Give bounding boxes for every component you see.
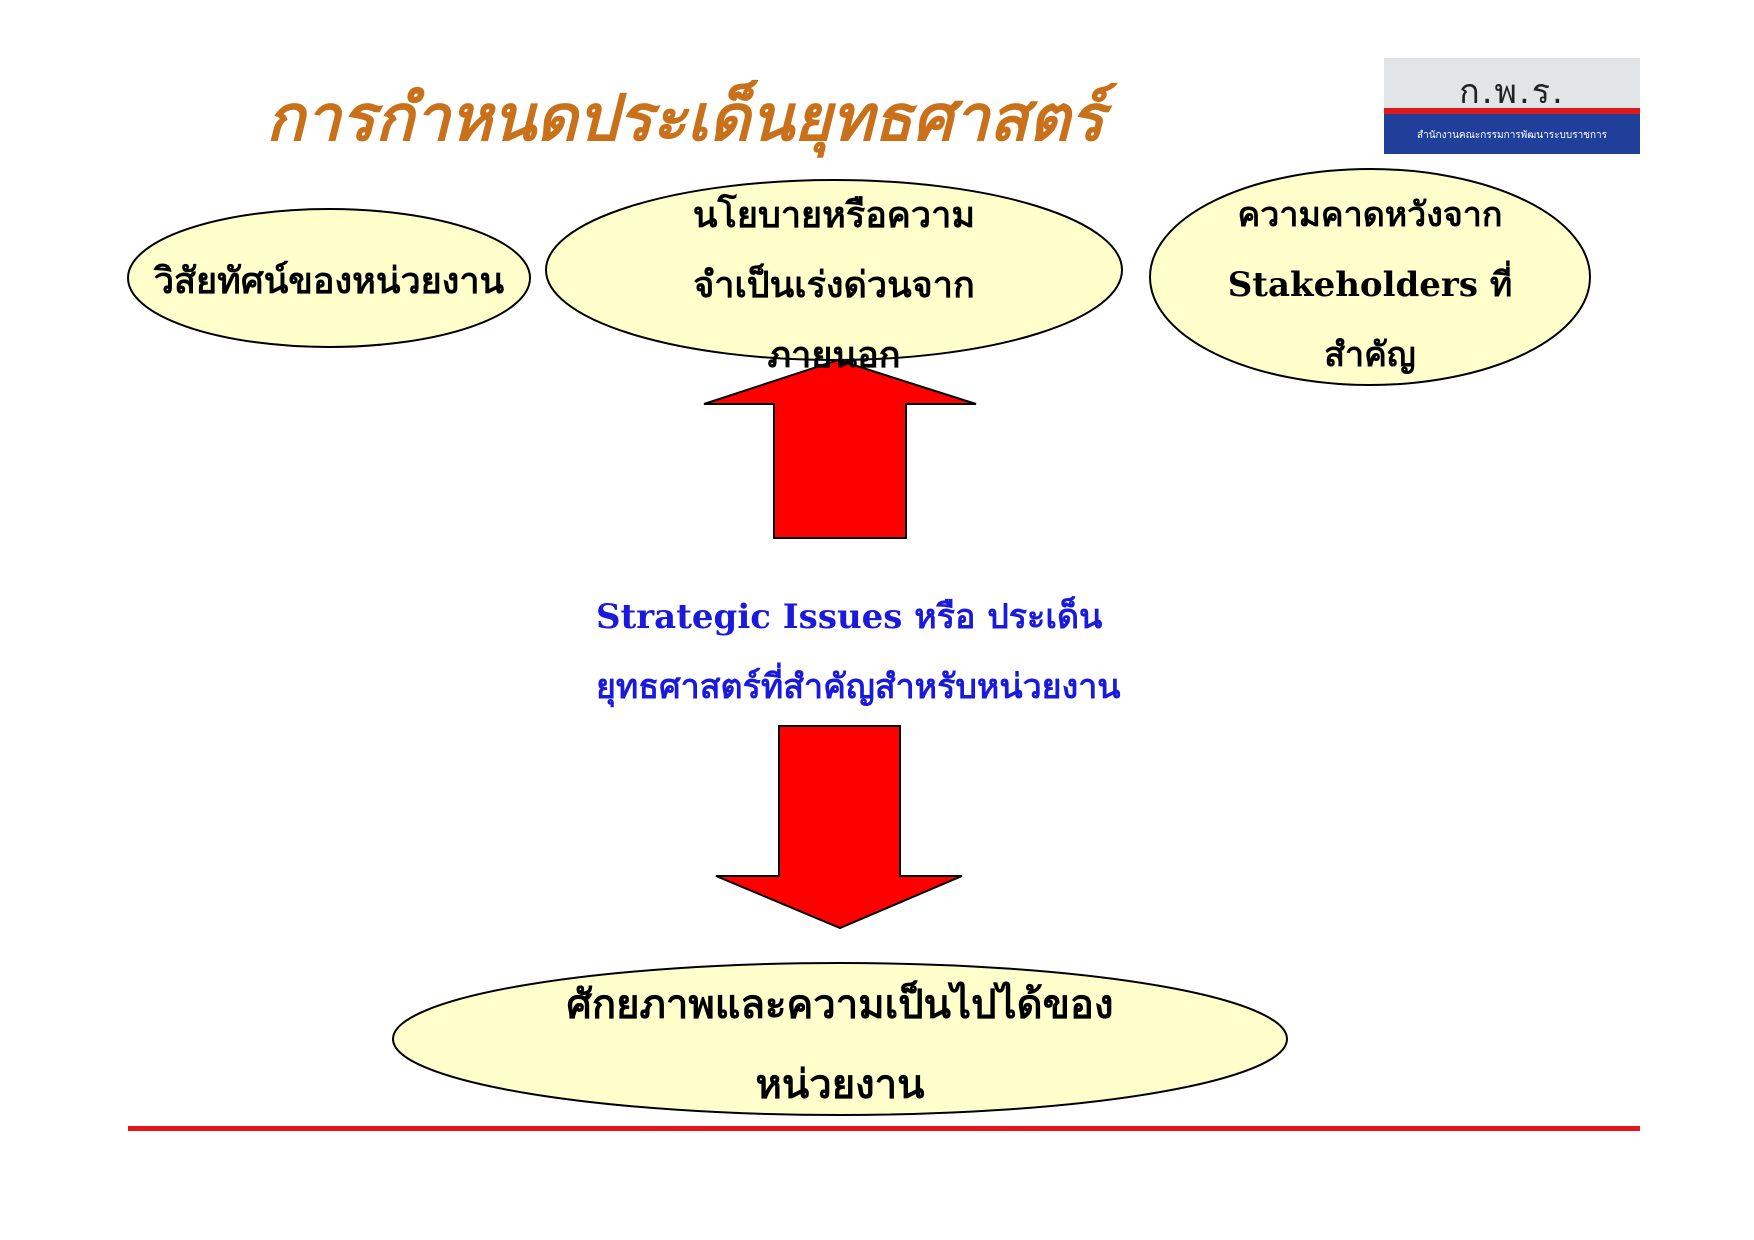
center-line-1: Strategic Issues หรือ ประเด็น — [596, 597, 1103, 637]
policy-line-2: จำเป็นเร่งด่วนจาก — [693, 264, 975, 306]
strategic-issues-text: Strategic Issues หรือ ประเด็น ยุทธศาสตร์… — [596, 582, 1121, 722]
capability-line-2: หน่วยงาน — [755, 1061, 925, 1108]
stakeholders-line-3: สำคัญ — [1324, 335, 1416, 375]
oval-capability-label: ศักยภาพและความเป็นไปได้ของ หน่วยงาน — [460, 965, 1220, 1125]
oval-stakeholders-label: ความคาดหวังจาก Stakeholders ที่ สำคัญ — [1160, 180, 1580, 390]
oval-policy-label: นโยบายหรือความ จำเป็นเร่งด่วนจาก ภายนอก — [584, 180, 1084, 390]
center-line-2: ยุทธศาสตร์ที่สำคัญสำหรับหน่วยงาน — [596, 667, 1121, 707]
logo-blue-bar — [1384, 114, 1640, 154]
page-title: การกำหนดประเด็นยุทธศาสตร์ — [266, 81, 1105, 156]
policy-line-3: ภายนอก — [767, 334, 901, 376]
vision-text: วิสัยทัศน์ของหน่วยงาน — [153, 260, 505, 302]
oval-stakeholders — [1149, 168, 1591, 386]
oval-capability — [392, 962, 1288, 1116]
capability-line-1: ศักยภาพและความเป็นไปได้ของ — [566, 981, 1114, 1028]
bottom-divider — [128, 1126, 1640, 1131]
logo-text: ก.พ.ร. — [1459, 72, 1565, 112]
up-arrow — [703, 358, 977, 539]
policy-line-1: นโยบายหรือความ — [692, 194, 976, 236]
oval-policy — [545, 179, 1123, 361]
oval-vision — [127, 208, 531, 348]
logo-subtitle: สำนักงานคณะกรรมการพัฒนาระบบราชการ — [1416, 130, 1608, 141]
opdc-logo: ก.พ.ร. สำนักงานคณะกรรมการพัฒนาระบบราชการ — [1384, 58, 1640, 154]
down-arrow — [715, 725, 963, 930]
stakeholders-line-2: Stakeholders ที่ — [1227, 265, 1513, 305]
logo-red-bar — [1384, 108, 1640, 114]
oval-vision-label: วิสัยทัศน์ของหน่วยงาน — [129, 252, 529, 309]
stakeholders-line-1: ความคาดหวังจาก — [1237, 195, 1503, 235]
